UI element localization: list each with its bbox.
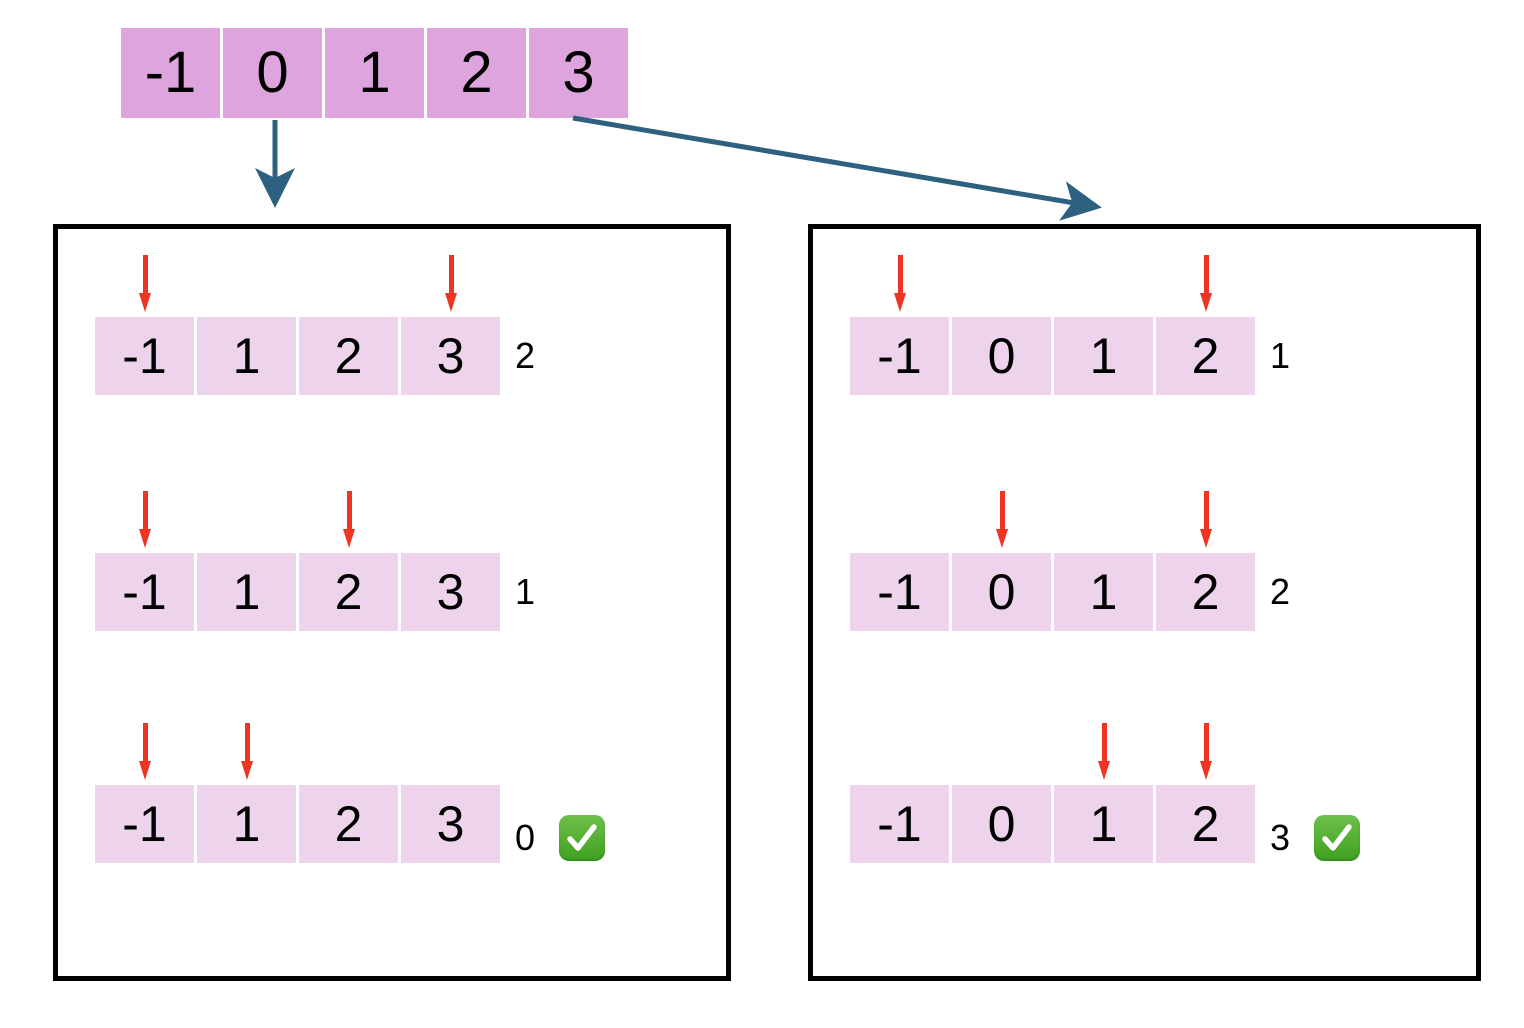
pointer-arrow-down-icon [1199, 255, 1212, 313]
trace-cell: -1 [850, 317, 949, 395]
row-meta: 0 [515, 799, 606, 877]
pointer-track [95, 251, 505, 317]
pointer-arrow-down-icon [138, 255, 151, 313]
pointer-track [95, 719, 505, 785]
trace-cell: 3 [401, 317, 500, 395]
source-cell: -1 [121, 28, 220, 118]
pointer-arrow-down-icon [1097, 723, 1110, 781]
pointer-arrow-down-icon [138, 723, 151, 781]
pointer-arrow-down-icon [138, 491, 151, 549]
pointer-arrow-down-icon [1199, 491, 1212, 549]
trace-cell: 0 [952, 553, 1051, 631]
trace-cell: 1 [197, 785, 296, 863]
source-cell: 0 [223, 28, 322, 118]
trace-cell: -1 [850, 553, 949, 631]
pair-count-label: 1 [1270, 335, 1291, 376]
trace-cell: 2 [299, 317, 398, 395]
trace-cell: 1 [197, 553, 296, 631]
trace-cell: 1 [1054, 317, 1153, 395]
trace-cell: 2 [1156, 553, 1255, 631]
pointer-track [95, 487, 505, 553]
trace-cell: 0 [952, 317, 1051, 395]
check-mark-icon [1314, 815, 1361, 861]
trace-cell: 3 [401, 553, 500, 631]
pair-count-label: 1 [515, 571, 536, 612]
row-meta: 1 [1270, 317, 1290, 395]
pair-count-label: 2 [1270, 571, 1291, 612]
row-meta: 1 [515, 553, 535, 631]
pointer-arrow-down-icon [342, 491, 355, 549]
trace-cell: 1 [1054, 785, 1153, 863]
row-meta: 2 [515, 317, 535, 395]
check-mark-icon [559, 815, 606, 861]
row-meta: 3 [1270, 799, 1361, 877]
trace-cell: 2 [299, 553, 398, 631]
pointer-arrow-down-icon [240, 723, 253, 781]
pair-count-label: 3 [1270, 817, 1291, 858]
pair-count-label: 2 [515, 335, 536, 376]
pointer-arrow-down-icon [995, 491, 1008, 549]
source-cell: 3 [529, 28, 628, 118]
trace-cell: -1 [95, 553, 194, 631]
trace-cell: 1 [1054, 553, 1153, 631]
trace-cell: 2 [1156, 317, 1255, 395]
pointer-track [850, 719, 1260, 785]
trace-cell: 3 [401, 785, 500, 863]
trace-cell: -1 [850, 785, 949, 863]
row-meta: 2 [1270, 553, 1290, 631]
source-cell: 2 [427, 28, 526, 118]
connector-to-right-panel-icon [572, 115, 1102, 221]
pointer-arrow-down-icon [444, 255, 457, 313]
trace-cell: -1 [95, 317, 194, 395]
pointer-arrow-down-icon [1199, 723, 1212, 781]
pointer-arrow-down-icon [893, 255, 906, 313]
trace-cell: 2 [1156, 785, 1255, 863]
pointer-track [850, 251, 1260, 317]
trace-cell: 1 [197, 317, 296, 395]
source-cell: 1 [325, 28, 424, 118]
pair-count-label: 0 [515, 817, 536, 858]
trace-cell: 2 [299, 785, 398, 863]
pointer-track [850, 487, 1260, 553]
trace-cell: 0 [952, 785, 1051, 863]
trace-cell: -1 [95, 785, 194, 863]
